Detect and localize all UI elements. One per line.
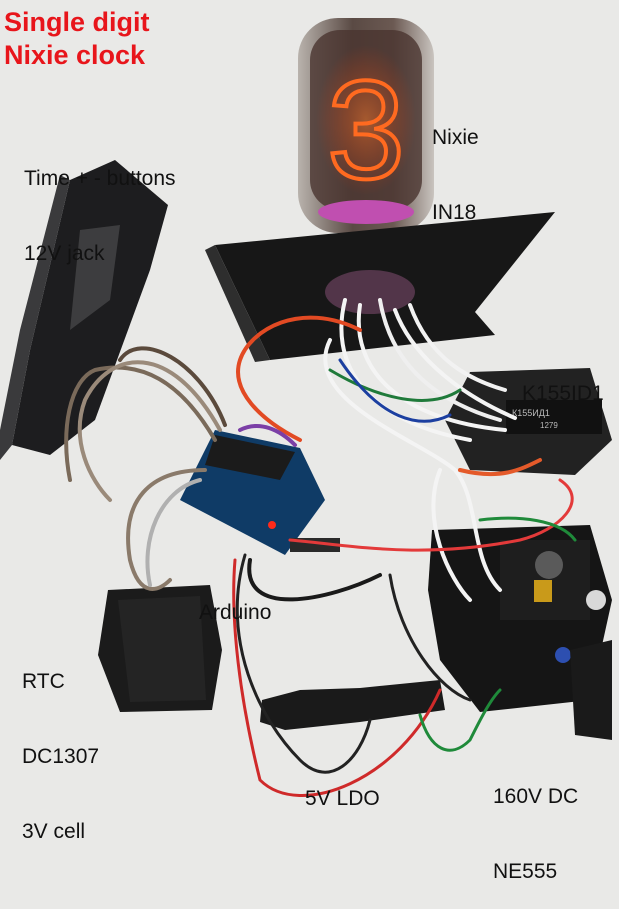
label-psu-line2: NE555 <box>493 860 558 883</box>
tube-mount-plate <box>205 212 555 362</box>
title-line1: Single digit <box>4 7 150 37</box>
rtc-module <box>98 585 222 712</box>
label-psu-line1: 160V DC <box>493 785 579 808</box>
chip-marking-line2: 1279 <box>540 421 558 430</box>
label-driver-line1: K155ID1 <box>522 382 604 405</box>
wiring <box>64 298 577 797</box>
label-nixie: Nixie IN18 <box>432 75 479 250</box>
label-rtc-line3: 3V cell <box>22 820 86 843</box>
driver-chip-module: К155ИД1 1279 <box>445 368 612 475</box>
label-arduino-line1: Arduino <box>199 601 272 624</box>
label-driver: K155ID1 <box>522 331 604 431</box>
chip-marking-line1: К155ИД1 <box>512 408 550 418</box>
label-rtc-line1: RTC <box>22 670 65 693</box>
label-buttons-line1: Time + - buttons <box>24 167 176 190</box>
label-rtc-line2: DC1307 <box>22 745 100 768</box>
title: Single digit Nixie clock <box>4 6 150 72</box>
label-ldo-line1: 5V LDO <box>305 787 380 810</box>
label-nixie-line1: Nixie <box>432 126 479 149</box>
label-arduino: Arduino <box>199 550 271 650</box>
hv-supply-module <box>428 525 612 740</box>
label-buttons: Time + - buttons 12V jack <box>24 116 176 291</box>
title-line2: Nixie clock <box>4 40 146 70</box>
ldo-module <box>260 680 445 730</box>
nixie-tube: 3 <box>298 18 434 233</box>
label-ldo: 5V LDO <box>305 736 380 836</box>
button-box <box>0 160 168 460</box>
nixie-digit: 3 <box>327 51 405 208</box>
photo: 3 К155ИД1 1279 <box>0 18 612 797</box>
label-nixie-line2: IN18 <box>432 201 477 224</box>
label-rtc: RTC DC1307 3V cell <box>22 619 99 869</box>
label-buttons-line2: 12V jack <box>24 242 105 265</box>
